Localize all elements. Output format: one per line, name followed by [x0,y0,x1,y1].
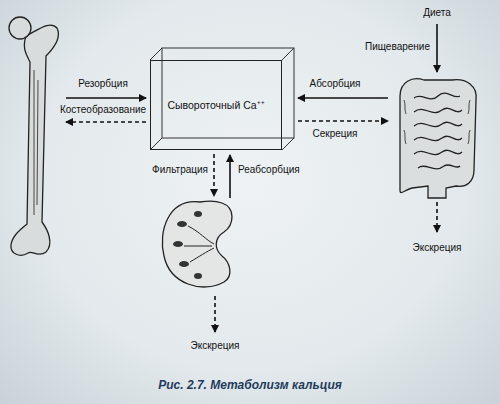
label-resorption: Резорбция [78,78,128,90]
label-diet: Диета [423,7,451,19]
intestine-drawing [400,79,476,198]
kidney-drawing [162,201,232,287]
label-absorption: Абсорбция [310,78,361,90]
label-excretion: Экскреция [191,340,240,352]
femur-drawing [9,17,59,255]
label-secretion: Секреция [312,128,357,140]
label-reabsorption: Реабсорбция [238,164,300,176]
label-excretion: Экскреция [413,242,462,254]
figure-caption: Рис. 2.7. Метаболизм кальция [158,378,342,392]
label-bone-formation: Костеобразование [60,104,146,116]
label-filtration: Фильтрация [152,164,208,176]
serum-box: Сывороточный Ca⁺⁺ [150,60,282,150]
box-text: Сывороточный Ca⁺⁺ [167,99,264,112]
flow-arrows [66,24,437,332]
label-digestion: Пищеварение [365,41,430,53]
box-back [150,48,294,150]
